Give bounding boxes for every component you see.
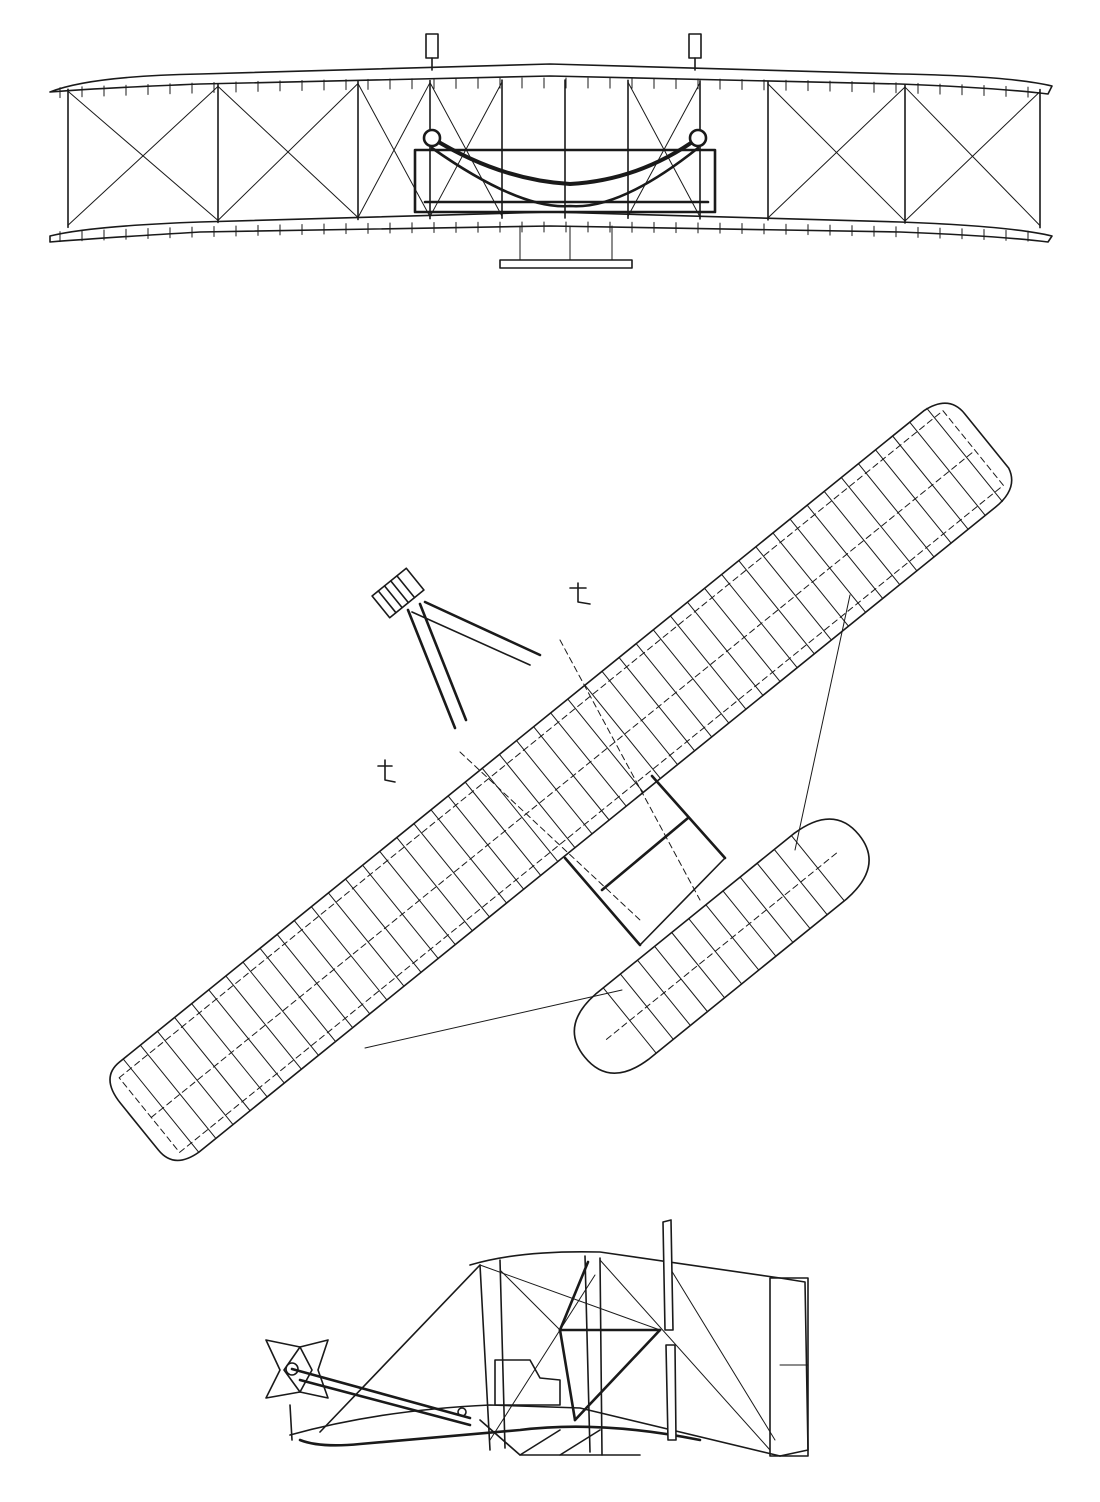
top-elevator-frame [371, 567, 542, 730]
side-frame [289, 1255, 776, 1456]
side-wing-lower [289, 1404, 781, 1457]
top-propeller-mounts [377, 582, 591, 783]
front-lower-wing [49, 211, 1053, 243]
front-right-propeller [688, 33, 702, 59]
front-skid [499, 259, 633, 269]
side-elevator [265, 1339, 329, 1399]
front-left-propeller-hub [422, 128, 442, 148]
front-bracing [67, 81, 1041, 227]
front-lower-ribs [59, 221, 1029, 243]
front-engine-frame [413, 148, 717, 214]
side-view [265, 1219, 809, 1457]
front-upper-wing [49, 63, 1053, 95]
side-rudder-box [769, 1277, 809, 1457]
front-right-propeller-hub [688, 128, 708, 148]
front-view [49, 33, 1053, 269]
front-left-propeller [425, 33, 439, 59]
side-propeller [662, 1219, 677, 1441]
front-upper-ribs [59, 77, 1029, 99]
top-booms [563, 774, 727, 947]
top-view [109, 402, 1013, 1162]
front-chain-drive [430, 136, 700, 186]
top-bracing-wires [364, 594, 851, 1049]
top-main-wing [109, 402, 1013, 1162]
top-rear-surface [573, 818, 870, 1074]
